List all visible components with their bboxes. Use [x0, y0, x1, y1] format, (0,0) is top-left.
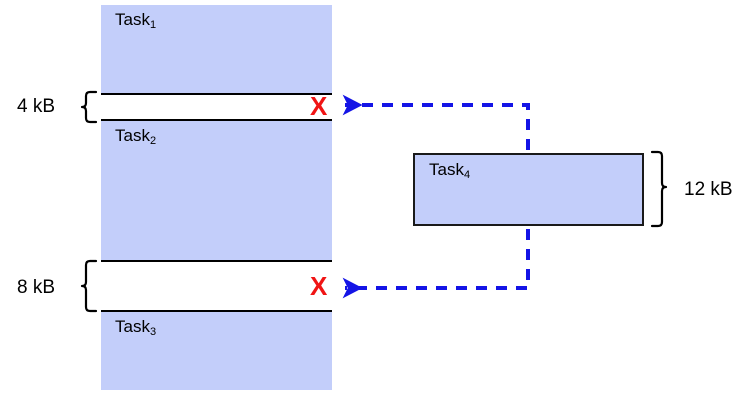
size-label-8kb: 8 kB: [17, 277, 56, 298]
memory-block-task2[interactable]: Task2: [101, 119, 332, 262]
free-slot-8kb[interactable]: [101, 262, 332, 310]
arrow-to-8kb-slot: [342, 229, 530, 299]
memory-block-task3[interactable]: Task3: [101, 310, 332, 390]
arrow-to-4kb-slot: [342, 94, 530, 150]
brace-12kb: [650, 150, 668, 228]
x-mark-4kb: X: [310, 91, 328, 121]
size-label-12kb: 12 kB: [684, 179, 733, 200]
size-label-4kb: 4 kB: [17, 96, 56, 117]
memory-block-task2-label: Task2: [115, 126, 157, 147]
memory-block-task1[interactable]: Task1: [101, 5, 332, 95]
x-mark-8kb: X: [310, 271, 328, 301]
memory-block-task1-label: Task1: [115, 10, 157, 31]
memory-block-task3-label: Task3: [115, 317, 157, 338]
free-slot-4kb[interactable]: [101, 95, 332, 119]
brace-4kb: [80, 90, 98, 124]
brace-8kb: [80, 259, 98, 313]
incoming-task-box[interactable]: Task4: [413, 153, 644, 226]
incoming-task-label: Task4: [429, 160, 471, 181]
